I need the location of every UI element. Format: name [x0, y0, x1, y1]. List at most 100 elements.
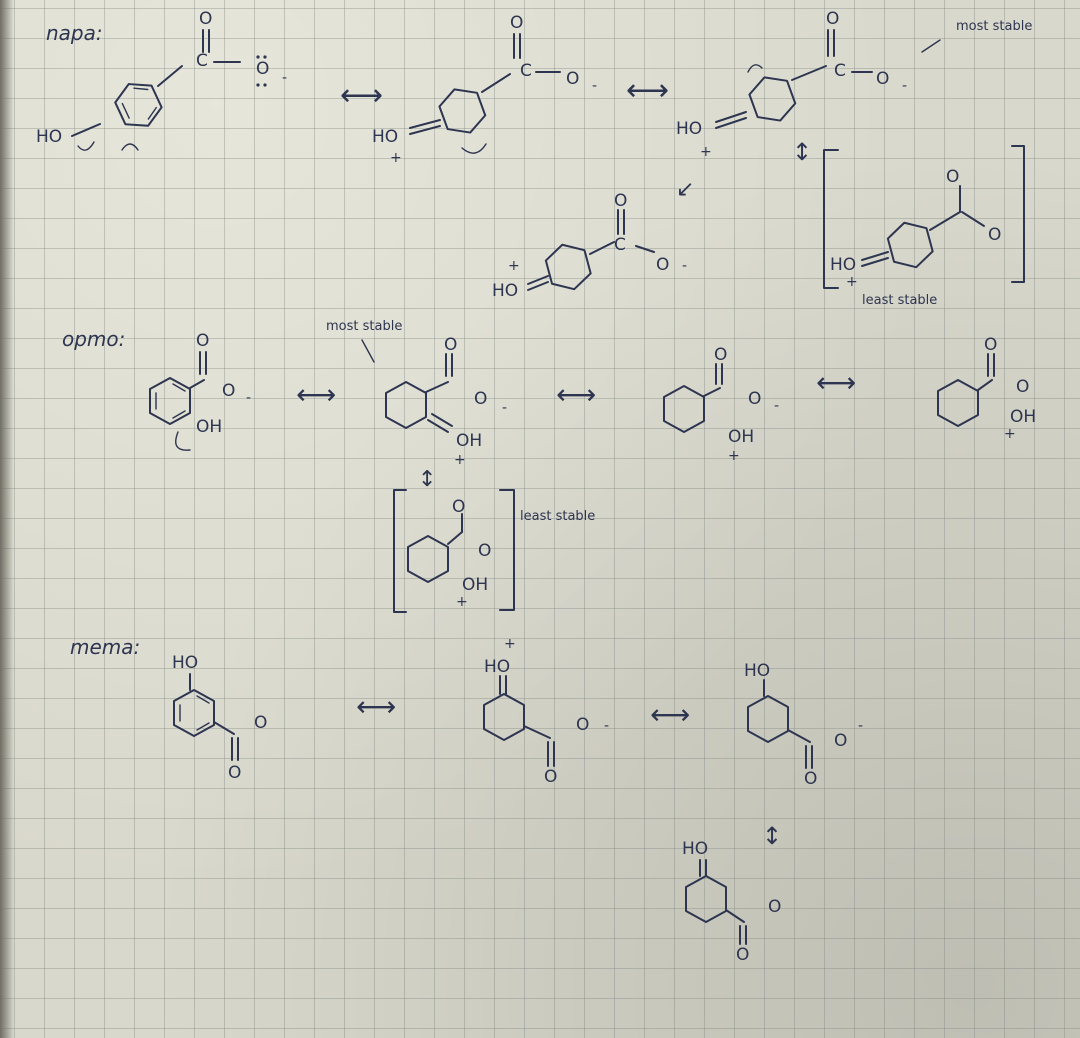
oxygen-label: O	[736, 945, 749, 965]
hydroxyl-label: HO	[484, 657, 510, 677]
resonance-arrow: ⟷	[340, 78, 383, 113]
para-structure-4: C O O - HO +	[492, 191, 687, 301]
meta-section-label: mema:	[70, 635, 140, 659]
meta-structure-1: HO O O	[172, 653, 267, 783]
hydroxyl-label: HO	[744, 661, 770, 681]
carbon-label: C	[614, 235, 626, 255]
resonance-arrow: ⟷	[650, 698, 690, 731]
oxygen-label: O	[199, 9, 212, 29]
oxygen-label: O	[544, 767, 557, 787]
oxygen-label: O	[984, 335, 997, 355]
para-section-label: napa:	[46, 21, 103, 45]
ortho-structure-4: O O OH +	[937, 335, 1036, 442]
minus-charge: -	[282, 70, 287, 86]
oxygen-anion-label: O	[1016, 377, 1029, 397]
oxygen-anion-label: O	[254, 713, 267, 733]
oxygen-anion-label: O	[834, 731, 847, 751]
oxygen-anion-label: O	[566, 69, 579, 89]
minus-charge: -	[902, 78, 907, 94]
resonance-arrow: ⟷	[816, 366, 856, 399]
hydroxyl-label: OH	[1010, 407, 1036, 427]
minus-charge: -	[774, 398, 779, 414]
resonance-arrow: ⟷	[296, 378, 336, 411]
oxygen-label: O	[614, 191, 627, 211]
para-structure-2: C O O - HO +	[372, 13, 597, 166]
para-structure-5: O O HO +	[823, 145, 1025, 290]
ortho-structure-3: O O - OH +	[663, 345, 779, 464]
minus-charge: -	[592, 78, 597, 94]
hydroxyl-label: HO	[676, 119, 702, 139]
hydroxyl-label: OH	[456, 431, 482, 451]
carbon-label: C	[520, 61, 532, 81]
hydroxyl-label: HO	[172, 653, 198, 673]
para-structure-3: C O O - HO +	[676, 9, 907, 160]
plus-charge: +	[728, 448, 740, 464]
least-stable-note: least stable	[862, 293, 937, 308]
meta-structure-3: HO O O -	[744, 661, 863, 789]
oxygen-anion-label: O	[576, 715, 589, 735]
oxygen-anion-label: O	[478, 541, 491, 561]
vertical-resonance-arrow: ↕	[418, 467, 436, 492]
carbon-label: C	[834, 61, 846, 81]
oxygen-label: O	[444, 335, 457, 355]
plus-charge: +	[700, 144, 712, 160]
paper-edge-shadow	[0, 0, 14, 1038]
plus-charge: +	[454, 452, 466, 468]
oxygen-anion-label: O	[256, 59, 269, 79]
minus-charge: -	[858, 718, 863, 734]
oxygen-label: O	[804, 769, 817, 789]
oxygen-anion-label: O	[988, 225, 1001, 245]
carbon-label: C	[196, 51, 208, 71]
meta-structure-4: HO O O	[682, 839, 781, 965]
vertical-resonance-arrow: ↕	[762, 822, 782, 850]
minus-charge: -	[682, 258, 687, 274]
oxygen-anion-label: O	[768, 897, 781, 917]
oxygen-label: O	[228, 763, 241, 783]
resonance-arrow: ⟷	[356, 690, 396, 723]
ortho-structure-2: O O - OH +	[385, 335, 507, 468]
hydroxyl-label: HO	[372, 127, 398, 147]
oxygen-label: O	[510, 13, 523, 33]
arrow-to-most-stable	[361, 339, 375, 363]
plus-charge: +	[456, 594, 468, 610]
hydroxyl-label: HO	[492, 281, 518, 301]
plus-charge: +	[1004, 426, 1016, 442]
oxygen-anion-label: O	[474, 389, 487, 409]
hydroxyl-label: HO	[830, 255, 856, 275]
plus-charge: +	[504, 636, 516, 652]
resonance-arrow: ⟷	[556, 378, 596, 411]
ortho-structure-1: O O - OH	[149, 331, 251, 451]
oxygen-anion-label: O	[876, 69, 889, 89]
minus-charge: -	[502, 400, 507, 416]
plus-charge: +	[846, 274, 858, 290]
meta-structure-2: + HO O O -	[483, 636, 609, 787]
plus-charge: +	[508, 258, 520, 274]
hydroxyl-label: OH	[196, 417, 222, 437]
hydroxyl-label: OH	[728, 427, 754, 447]
oxygen-anion-label: O	[452, 497, 465, 517]
oxygen-anion-label: O	[656, 255, 669, 275]
ortho-structure-5: O O OH +	[393, 489, 515, 613]
oxygen-anion-label: O	[748, 389, 761, 409]
ortho-most-stable-note: most stable	[326, 319, 402, 334]
hydroxyl-label: HO	[36, 127, 62, 147]
hydroxyl-label: OH	[462, 575, 488, 595]
oxygen-anion-label: O	[946, 167, 959, 187]
most-stable-note: most stable	[956, 19, 1032, 34]
ortho-section-label: opmo:	[62, 327, 125, 351]
arrow-to-most-stable	[921, 39, 941, 53]
oxygen-anion-label: O	[222, 381, 235, 401]
oxygen-label: O	[714, 345, 727, 365]
minus-charge: -	[246, 390, 251, 406]
oxygen-label: O	[196, 331, 209, 351]
ortho-least-stable-note: least stable	[520, 509, 595, 524]
diagonal-arrow: ↙	[676, 177, 694, 202]
plus-charge: +	[390, 150, 402, 166]
minus-charge: -	[604, 718, 609, 734]
resonance-arrow: ⟷	[626, 73, 669, 108]
hydroxyl-label: HO	[682, 839, 708, 859]
oxygen-label: O	[826, 9, 839, 29]
vertical-resonance-arrow: ↕	[792, 138, 812, 166]
